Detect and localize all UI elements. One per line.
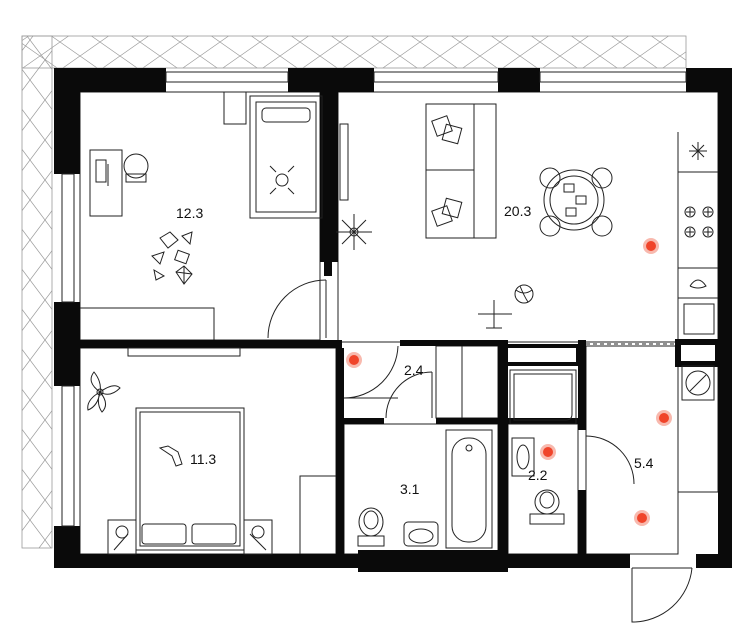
toilet-icon-wc [529,489,565,525]
marker-dot[interactable] [346,352,362,368]
double-bed-icon [135,407,245,551]
tv-icon [339,123,349,201]
marker-dot[interactable] [634,510,650,526]
toy-plane-icon [478,300,512,329]
room-area-label: 2.2 [528,467,548,483]
room-area-label: 5.4 [634,455,654,471]
crib-icon [223,91,323,219]
room-area-label: 3.1 [400,481,420,497]
doors [267,279,693,623]
sofa-icon [425,103,497,239]
cooktop-icon [684,206,714,238]
washing-machine-icon [681,365,715,401]
interior-lines [79,91,719,555]
room-area-label: 11.3 [190,451,216,467]
balcony-top [21,35,687,69]
marker-dot[interactable] [656,410,672,426]
desk-icon [89,149,149,217]
balcony-left [21,35,53,549]
sink-icon-bath [403,521,439,547]
sink-icon [683,279,715,335]
dining-table-icon [539,167,613,237]
sink-icon-wc [511,437,535,477]
ball-icon [514,284,534,304]
location-markers [346,238,672,526]
marker-dot[interactable] [540,444,556,460]
toys-icon [151,231,193,285]
room-area-label: 12.3 [176,205,203,221]
room-labels: 12.3 20.3 2.4 11.3 3.1 2.2 5.4 [176,203,654,497]
toilet-icon [357,507,385,547]
room-area-label: 2.4 [404,362,424,378]
shower-icon [509,369,577,425]
walls [54,68,732,572]
plant-icon [336,214,372,250]
bathtub-icon [445,429,493,549]
nightstand-icon [107,519,273,555]
tv-icon-bedroom [127,347,241,357]
freezer-icon [689,142,707,160]
marker-dot[interactable] [643,238,659,254]
plant-icon-bedroom [87,371,121,413]
room-area-label: 20.3 [504,203,531,219]
